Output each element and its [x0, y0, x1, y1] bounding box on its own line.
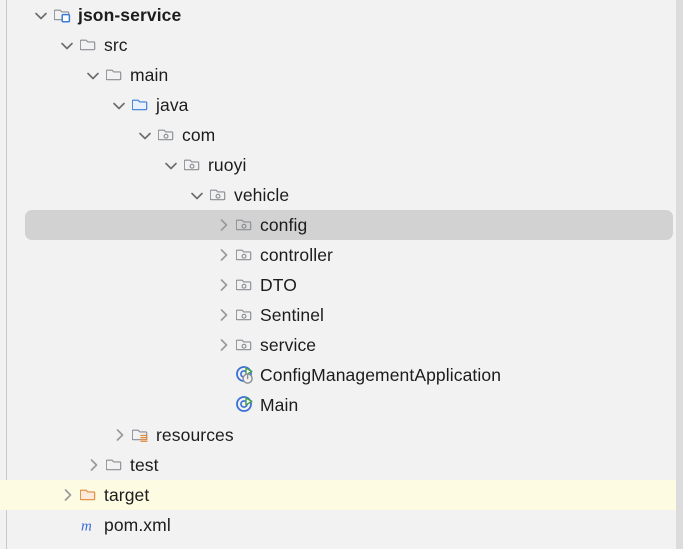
tree-twisty-placeholder — [56, 510, 78, 540]
chevron-right-icon[interactable] — [212, 240, 234, 270]
package-icon — [234, 210, 256, 240]
tree-node-label: src — [104, 35, 128, 55]
tree-row[interactable]: src — [0, 30, 676, 60]
tree-row[interactable]: config — [0, 210, 676, 240]
package-icon — [234, 300, 256, 330]
chevron-right-icon[interactable] — [82, 450, 104, 480]
tree-node-label: DTO — [260, 275, 297, 295]
tree-node-label: test — [130, 455, 159, 475]
resources-root-folder-icon — [130, 420, 152, 450]
spring-boot-runnable-class-icon — [234, 360, 256, 390]
chevron-right-icon[interactable] — [212, 210, 234, 240]
package-icon — [156, 120, 178, 150]
source-root-folder-icon — [130, 90, 152, 120]
tree-row[interactable]: target — [0, 480, 676, 510]
clipped-next-row[interactable] — [0, 541, 676, 549]
tree-row[interactable]: controller — [0, 240, 676, 270]
runnable-class-icon — [234, 390, 256, 420]
tree-node-label: vehicle — [234, 185, 290, 205]
tree-row[interactable]: java — [0, 90, 676, 120]
tree-node-label: service — [260, 335, 317, 355]
maven-pom-icon: m — [78, 510, 100, 540]
tree-node-label: Main — [260, 395, 299, 415]
chevron-down-icon[interactable] — [108, 90, 130, 120]
folder-icon — [78, 541, 100, 549]
tree-node-label: controller — [260, 245, 333, 265]
tree-row[interactable]: Sentinel — [0, 300, 676, 330]
folder-icon — [78, 30, 100, 60]
chevron-right-icon[interactable] — [212, 270, 234, 300]
package-icon — [234, 330, 256, 360]
chevron-down-icon[interactable] — [160, 150, 182, 180]
tree-twisty-placeholder — [212, 360, 234, 390]
package-icon — [234, 240, 256, 270]
tree-node-label: ConfigManagementApplication — [260, 365, 502, 385]
folder-icon — [104, 450, 126, 480]
tree-row[interactable]: ConfigManagementApplication — [0, 360, 676, 390]
tree-node-label: Sentinel — [260, 305, 325, 325]
tree-node-label: ruoyi — [208, 155, 247, 175]
tree-row[interactable]: resources — [0, 420, 676, 450]
module-folder-icon — [52, 0, 74, 30]
tree-row[interactable]: test — [0, 450, 676, 480]
tree-row[interactable] — [0, 541, 676, 549]
chevron-right-icon[interactable] — [56, 480, 78, 510]
vertical-scrollbar[interactable] — [676, 0, 683, 549]
tree-row[interactable]: json-service — [0, 0, 676, 30]
tree-twisty-placeholder — [212, 390, 234, 420]
tree-row[interactable]: main — [0, 60, 676, 90]
package-icon — [208, 180, 230, 210]
folder-icon — [104, 60, 126, 90]
chevron-down-icon[interactable] — [186, 180, 208, 210]
excluded-folder-icon — [78, 480, 100, 510]
tree-node-label: main — [130, 65, 169, 85]
chevron-right-icon[interactable] — [108, 420, 130, 450]
tree-node-label: java — [156, 95, 189, 115]
chevron-down-icon[interactable] — [56, 30, 78, 60]
tree-node-label: resources — [156, 425, 234, 445]
chevron-right-icon[interactable] — [212, 300, 234, 330]
chevron-down-icon[interactable] — [134, 120, 156, 150]
tree-node-label: pom.xml — [104, 515, 171, 535]
chevron-down-icon[interactable] — [30, 0, 52, 30]
tree-node-label: json-service — [78, 5, 182, 25]
panel-left-divider — [6, 0, 7, 549]
package-icon — [182, 150, 204, 180]
chevron-right-icon[interactable] — [56, 541, 78, 549]
tree-row[interactable]: com — [0, 120, 676, 150]
tree-row[interactable]: ruoyi — [0, 150, 676, 180]
tree-row[interactable]: Main — [0, 390, 676, 420]
tree-row[interactable]: service — [0, 330, 676, 360]
tree-node-label: com — [182, 125, 216, 145]
package-icon — [234, 270, 256, 300]
tree-node-label: target — [104, 485, 150, 505]
tree-node-label: config — [260, 215, 308, 235]
tree-row[interactable]: vehicle — [0, 180, 676, 210]
tree-row[interactable]: DTO — [0, 270, 676, 300]
svg-text:m: m — [81, 519, 92, 535]
chevron-down-icon[interactable] — [82, 60, 104, 90]
tree-row[interactable]: m pom.xml — [0, 510, 676, 540]
chevron-right-icon[interactable] — [212, 330, 234, 360]
